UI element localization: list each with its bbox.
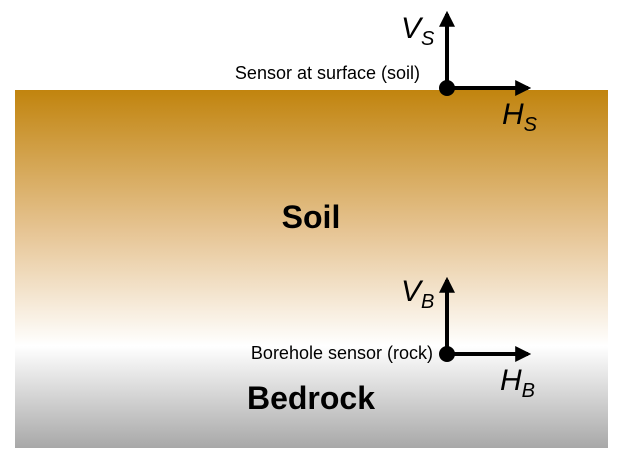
- soil-layer-label: Soil: [282, 199, 341, 235]
- borehole-horizontal-label: HB: [500, 364, 535, 402]
- soil-layer: [15, 90, 608, 346]
- bedrock-layer: [15, 346, 608, 448]
- borehole-sensor: Borehole sensor (rock) VB HB: [251, 275, 535, 402]
- surface-horizontal-label: HS: [502, 98, 538, 136]
- surface-sensor-dot: [439, 80, 455, 96]
- surface-sensor: Sensor at surface (soil) VS HS: [235, 10, 538, 136]
- surface-vertical-label: VS: [401, 12, 435, 50]
- borehole-sensor-dot: [439, 346, 455, 362]
- bedrock-layer-label: Bedrock: [247, 380, 375, 416]
- borehole-sensor-label: Borehole sensor (rock): [251, 343, 433, 363]
- surface-sensor-label: Sensor at surface (soil): [235, 63, 420, 83]
- borehole-vertical-label: VB: [401, 275, 434, 313]
